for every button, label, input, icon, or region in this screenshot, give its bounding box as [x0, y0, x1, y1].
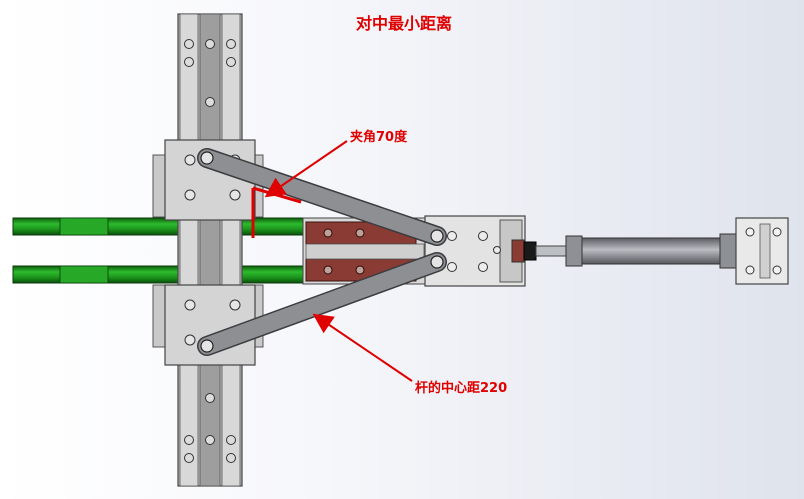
green-rail-lower: [12, 265, 314, 284]
center-distance-annotation: 杆的中心距220: [415, 381, 508, 396]
angle-pointer-arrow: [264, 140, 348, 198]
link-arm-lower: [197, 252, 447, 356]
drawing-title: 对中最小距离: [356, 14, 453, 33]
green-rail-upper: [12, 217, 314, 236]
angle-annotation: 夹角70度: [350, 130, 408, 145]
cylinder-end-bracket: [735, 217, 789, 285]
vertical-guide-rail: [177, 13, 243, 487]
link-arm-upper: [197, 148, 447, 246]
distance-pointer-arrow: [312, 313, 413, 382]
air-cylinder: [523, 233, 739, 269]
